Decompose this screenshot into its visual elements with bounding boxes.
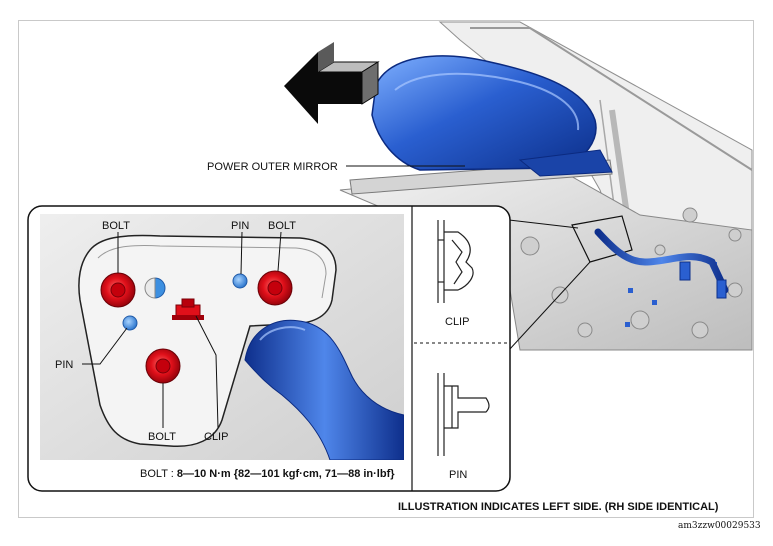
pin-detail-drawing <box>437 373 490 456</box>
callout-line-bottom <box>508 261 591 351</box>
torque-spec: BOLT : 8—10 N·m {82—101 kgf·cm, 71—88 in… <box>140 468 395 480</box>
clip-label-detail: CLIP <box>445 316 469 328</box>
mirror-label: POWER OUTER MIRROR <box>207 161 338 173</box>
bolt-label-top-right: BOLT <box>268 220 296 232</box>
bolt-top-right <box>257 270 293 306</box>
footer-note: ILLUSTRATION INDICATES LEFT SIDE. (RH SI… <box>398 501 719 513</box>
power-outer-mirror <box>371 55 613 177</box>
pin-hole-half <box>154 277 166 299</box>
arrow-left-icon <box>284 42 380 124</box>
bolt-top-left <box>100 272 136 308</box>
torque-value: 8—10 N·m {82—101 kgf·cm, 71—88 in·lbf} <box>177 468 395 480</box>
torque-prefix: BOLT : <box>140 468 177 480</box>
bolt-label-bottom: BOLT <box>148 431 176 443</box>
bolt-label-top-left: BOLT <box>102 220 130 232</box>
clip-detail-drawing <box>437 220 474 303</box>
callout-line-top <box>508 219 579 229</box>
pin-label-left: PIN <box>55 359 73 371</box>
reference-id: am3zzw00029533 <box>678 521 761 531</box>
pin-label-detail: PIN <box>449 469 467 481</box>
clip-part <box>172 298 204 320</box>
clip-label-inset: CLIP <box>204 431 228 443</box>
pin-top <box>232 273 248 289</box>
pin-label-top: PIN <box>231 220 249 232</box>
inset-mount-view <box>40 214 404 460</box>
bolt-bottom <box>145 348 181 384</box>
pin-left <box>122 315 138 331</box>
